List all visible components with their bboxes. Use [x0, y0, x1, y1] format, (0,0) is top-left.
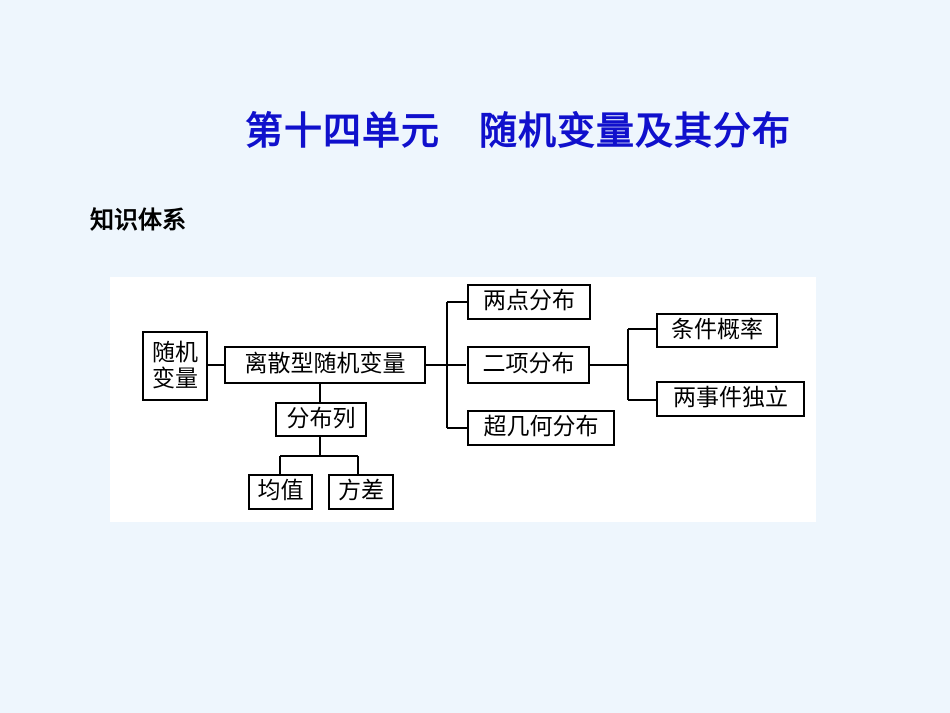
node-distribution-list: 分布列	[275, 402, 367, 437]
node-mean: 均值	[248, 474, 313, 510]
node-event-independence: 两事件独立	[656, 381, 805, 417]
node-random-variable: 随机 变量	[142, 331, 208, 401]
slide-title: 第十四单元 随机变量及其分布	[245, 108, 792, 153]
section-label: 知识体系	[90, 205, 186, 234]
knowledge-diagram: 随机 变量 离散型随机变量 分布列 均值 方差 两点分布 二项分布 超几何分布 …	[110, 277, 816, 522]
node-two-point-distribution: 两点分布	[467, 284, 591, 320]
connector-lines	[208, 301, 656, 474]
node-discrete-random-variable: 离散型随机变量	[224, 346, 426, 384]
node-random-variable-line2: 变量	[152, 366, 198, 392]
node-conditional-probability: 条件概率	[656, 313, 778, 348]
node-hypergeometric-distribution: 超几何分布	[467, 410, 615, 446]
node-variance: 方差	[328, 474, 394, 510]
node-random-variable-line1: 随机	[152, 339, 198, 366]
node-binomial-distribution: 二项分布	[467, 346, 590, 384]
